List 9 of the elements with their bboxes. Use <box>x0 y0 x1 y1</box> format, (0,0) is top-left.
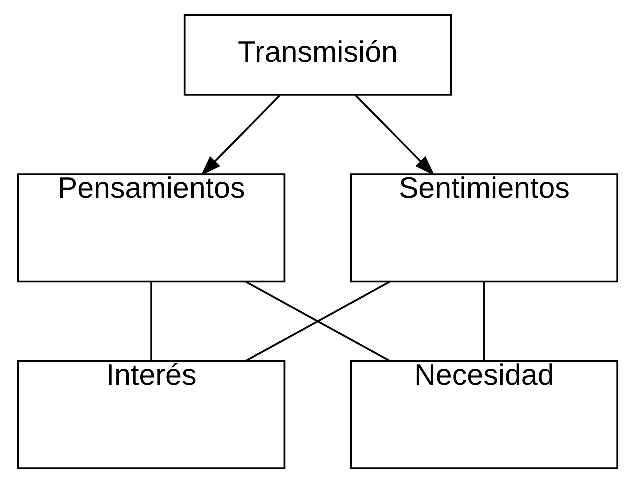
connector <box>150 282 152 361</box>
node-box: Necesidad <box>350 360 619 470</box>
node-box: Sentimientos <box>350 174 619 283</box>
node-box: Transmisión <box>184 14 452 96</box>
arrow <box>355 94 435 176</box>
node-box: Interés <box>17 360 286 470</box>
node-box: Pensamientos <box>17 174 286 283</box>
connector <box>484 282 486 361</box>
arrow <box>201 94 281 176</box>
